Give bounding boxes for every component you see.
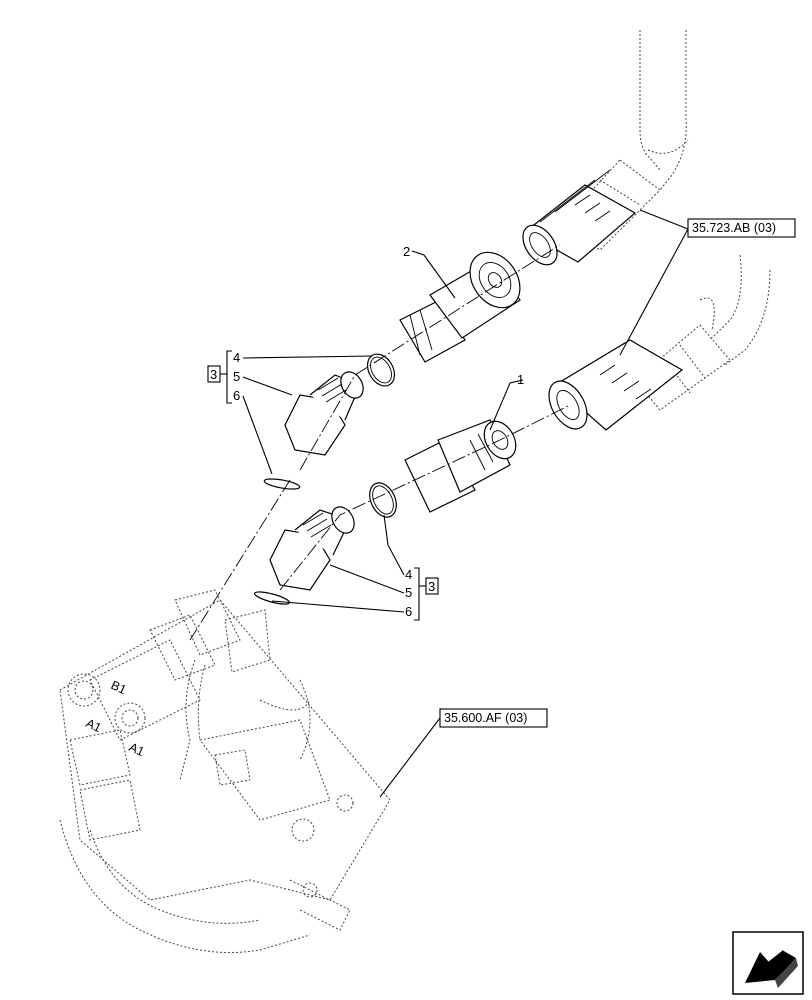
ref-box-bottom	[439, 708, 548, 728]
upper-o-ring	[366, 353, 396, 387]
upper-group-bracket	[207, 350, 232, 404]
ref-label-top[interactable]: 35.723.AB (03)	[692, 221, 776, 235]
lower-o-ring	[369, 482, 397, 518]
lower-seal-washer	[253, 591, 291, 605]
upper-seal-washer	[263, 478, 301, 490]
part-1-quick-coupler	[404, 419, 517, 513]
ref-label-bottom[interactable]: 35.600.AF (03)	[444, 711, 527, 725]
leader-lines	[242, 209, 689, 798]
callout-item-1: 1	[517, 372, 524, 387]
callout-upper-bracket-3: 3	[210, 367, 217, 382]
callout-upper-item-6: 6	[233, 388, 240, 403]
lower-elbow-adapter	[269, 506, 355, 591]
lower-hose-ghost	[634, 254, 771, 411]
valve-label-a1-upper: A1	[84, 716, 104, 735]
lower-hose-coupler	[548, 339, 684, 431]
callout-upper-item-5: 5	[233, 369, 240, 384]
callout-lower-item-6: 6	[405, 604, 412, 619]
assembly-centerlines	[189, 244, 571, 641]
upper-hose-coupler	[522, 169, 637, 266]
part-2-quick-coupler	[399, 251, 521, 363]
callout-item-2: 2	[403, 244, 410, 259]
lower-o-ring-inner	[372, 485, 394, 515]
valve-block-ghost	[59, 589, 391, 953]
callout-upper-item-4: 4	[233, 350, 240, 365]
lower-group-bracket	[414, 567, 439, 621]
callout-lower-item-4: 4	[405, 567, 412, 582]
callout-lower-bracket-3: 3	[428, 579, 435, 594]
ref-box-top	[687, 218, 796, 238]
valve-label-a1-lower: A1	[127, 740, 147, 759]
callout-lower-item-5: 5	[405, 585, 412, 600]
upper-elbow-adapter	[284, 371, 364, 456]
arrow-left-icon[interactable]	[732, 931, 804, 995]
upper-o-ring-inner	[370, 356, 392, 384]
valve-label-b1: B1	[109, 678, 129, 697]
